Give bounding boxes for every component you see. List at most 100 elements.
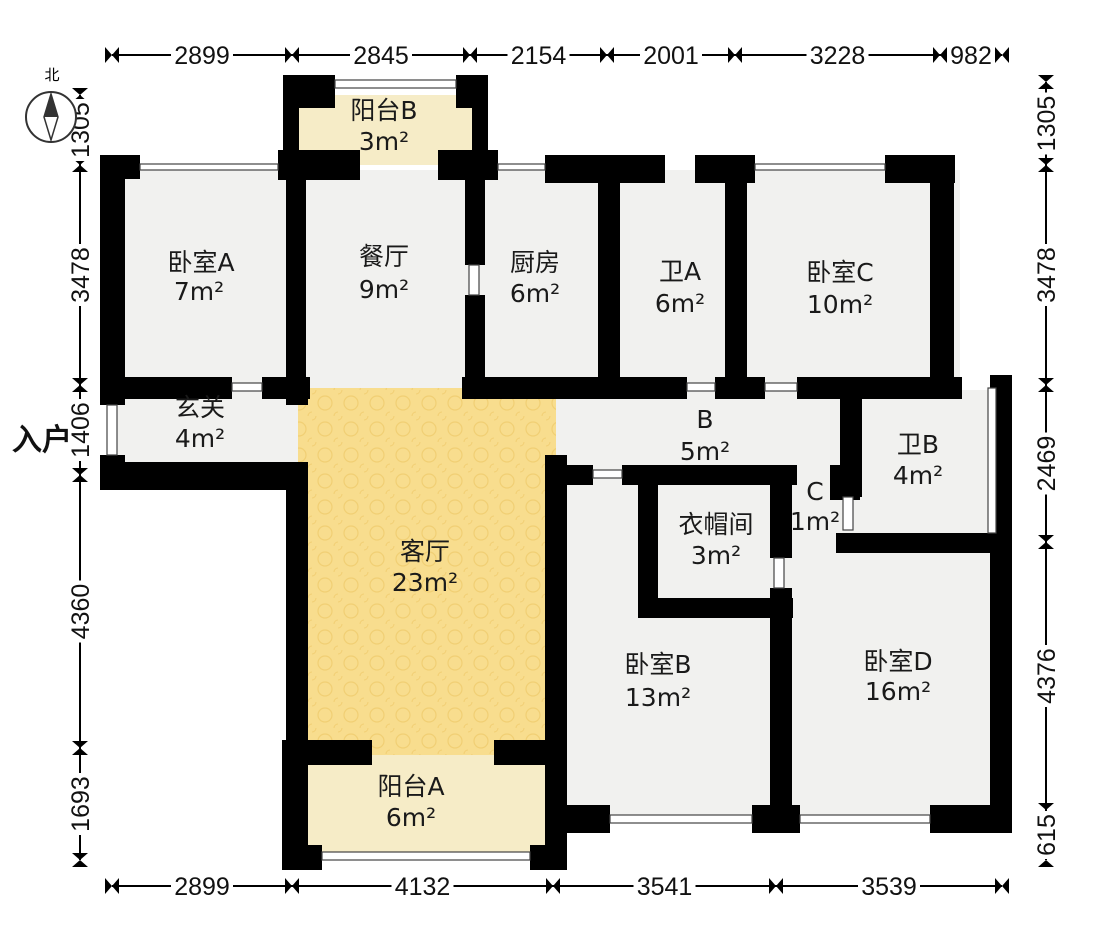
dimension-tick xyxy=(769,878,783,894)
svg-text:16m²: 16m² xyxy=(865,677,931,706)
dimension-label: 3478 xyxy=(67,247,95,303)
svg-text:7m²: 7m² xyxy=(174,277,224,306)
room-foyer[interactable]: 玄关 4m² xyxy=(175,393,225,453)
dimension-tick xyxy=(72,741,88,755)
entrance-marker: 入户 xyxy=(12,423,72,458)
dimension-label: 2001 xyxy=(643,42,699,70)
dimension-tick xyxy=(72,468,88,482)
svg-text:B: B xyxy=(696,405,713,434)
dimension-label: 1406 xyxy=(67,402,95,458)
room-bedroom-a[interactable]: 卧室A 7m² xyxy=(167,248,234,306)
dimension-label: 3539 xyxy=(861,873,917,901)
dimension-label: 4376 xyxy=(1033,648,1061,704)
svg-text:9m²: 9m² xyxy=(359,275,409,304)
dimension-tick xyxy=(105,47,119,63)
dimension-label: 2154 xyxy=(511,42,567,70)
svg-text:4m²: 4m² xyxy=(175,424,225,453)
dimension-tick xyxy=(1038,158,1054,172)
north-compass-icon: 北 xyxy=(25,66,77,143)
entrance-label: 入户 xyxy=(12,423,72,458)
dimension-label-bg xyxy=(1032,645,1060,707)
dimension-tick xyxy=(72,88,88,102)
dimensions-bottom: 2899 4132 3541 3539 xyxy=(171,872,920,901)
dimension-label-bg xyxy=(947,41,995,69)
dimension-ticks xyxy=(72,47,1054,894)
room-living[interactable]: 客厅 23m² xyxy=(392,537,458,597)
dimension-tick xyxy=(1038,535,1054,549)
dimension-tick xyxy=(285,878,299,894)
dimension-label: 2899 xyxy=(174,873,230,901)
svg-text:6m²: 6m² xyxy=(510,279,560,308)
walls xyxy=(100,75,1012,870)
svg-text:13m²: 13m² xyxy=(625,683,691,712)
room-cloakroom[interactable]: 衣帽间 3m² xyxy=(678,510,753,570)
svg-text:3m²: 3m² xyxy=(691,541,741,570)
svg-text:衣帽间: 衣帽间 xyxy=(678,510,753,539)
svg-text:卧室B: 卧室B xyxy=(624,650,691,679)
dimension-tick xyxy=(995,47,1009,63)
dimension-label: 4360 xyxy=(67,584,95,640)
room-kitchen[interactable]: 厨房 6m² xyxy=(510,248,560,308)
dimension-label-bg xyxy=(507,41,570,69)
dimension-label-bg xyxy=(66,580,94,643)
dimension-label: 3228 xyxy=(810,42,866,70)
room-bedroom-b[interactable]: 卧室B 13m² xyxy=(624,650,691,712)
dimension-tick xyxy=(728,47,742,63)
room-labels: 阳台B 3m² 卧室A 7m² 餐厅 9m² 厨房 6m² 卫A 6m² 卧室C… xyxy=(167,96,943,832)
dimension-tick xyxy=(995,878,1009,894)
dimension-tick xyxy=(72,853,88,867)
dimension-label-bg xyxy=(1032,432,1060,495)
dimension-label-bg xyxy=(66,399,94,461)
svg-text:卫B: 卫B xyxy=(897,430,939,459)
room-bedroom-d[interactable]: 卧室D 16m² xyxy=(863,647,932,706)
dimension-label: 982 xyxy=(950,42,992,70)
dimension-label-bg xyxy=(391,872,454,900)
svg-text:客厅: 客厅 xyxy=(400,537,450,566)
dimension-label: 3541 xyxy=(637,873,693,901)
dimension-tick xyxy=(1038,75,1054,89)
svg-text:4m²: 4m² xyxy=(893,461,943,490)
svg-text:卧室A: 卧室A xyxy=(167,248,234,277)
svg-text:玄关: 玄关 xyxy=(175,393,225,422)
dimension-label-bg xyxy=(171,41,233,69)
dimension-label-bg xyxy=(1032,244,1060,306)
dimension-tick xyxy=(546,878,560,894)
dimension-label: 3478 xyxy=(1033,247,1061,303)
svg-text:3m²: 3m² xyxy=(359,127,409,156)
dimension-label-bg xyxy=(633,872,696,900)
svg-text:C: C xyxy=(806,477,823,506)
dimension-label-bg xyxy=(858,872,920,900)
svg-text:阳台A: 阳台A xyxy=(377,772,444,801)
room-hall-b[interactable]: B 5m² xyxy=(680,405,730,466)
dimension-tick xyxy=(72,158,88,172)
room-bath-b[interactable]: 卫B 4m² xyxy=(893,430,943,490)
living-floor xyxy=(298,388,556,755)
svg-text:厨房: 厨房 xyxy=(510,248,560,277)
compass-label: 北 xyxy=(44,66,59,84)
room-bedroom-c[interactable]: 卧室C 10m² xyxy=(806,258,873,319)
dimension-tick xyxy=(1038,378,1054,392)
svg-text:10m²: 10m² xyxy=(807,290,873,319)
dimension-label: 2469 xyxy=(1033,436,1061,492)
svg-text:23m²: 23m² xyxy=(392,568,458,597)
svg-text:阳台B: 阳台B xyxy=(350,96,417,125)
room-balcony-a[interactable]: 阳台A 6m² xyxy=(377,772,444,832)
svg-text:1m²: 1m² xyxy=(790,507,840,536)
room-hall-c[interactable]: C 1m² xyxy=(790,477,840,536)
svg-text:卫A: 卫A xyxy=(659,257,701,286)
dimension-tick xyxy=(105,878,119,894)
dimension-label-bg xyxy=(66,773,94,835)
dimension-tick xyxy=(463,47,477,63)
balcony-a-floor xyxy=(300,755,545,855)
dimension-label: 2845 xyxy=(353,42,409,70)
dimension-label-bg xyxy=(806,41,869,69)
dimension-label: 4132 xyxy=(395,873,451,901)
room-dining[interactable]: 餐厅 9m² xyxy=(359,242,409,304)
dimension-tick xyxy=(72,378,88,392)
room-bath-a[interactable]: 卫A 6m² xyxy=(655,257,705,318)
room-balcony-b[interactable]: 阳台B 3m² xyxy=(350,96,417,156)
dimension-label: 615 xyxy=(1033,814,1061,856)
